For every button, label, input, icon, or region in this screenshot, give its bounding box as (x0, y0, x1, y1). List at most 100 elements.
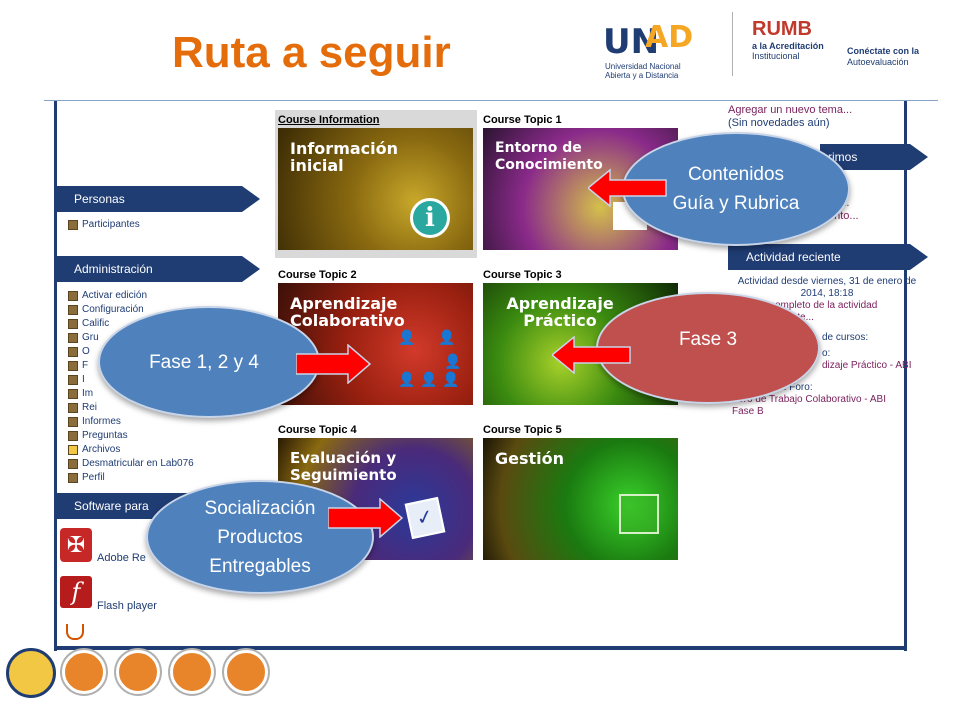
import-icon (68, 389, 78, 399)
menu-item-label: Rei (82, 402, 98, 413)
tile-course-topic-5[interactable]: Course Topic 5 Gestión (483, 424, 678, 560)
menu-item-label: Participantes (82, 219, 140, 230)
sgs-badge-icon (116, 650, 160, 694)
menu-item-label: F (82, 360, 89, 371)
settings-icon (68, 305, 78, 315)
news-block: Agregar un nuevo tema... (Sin novedades … (728, 104, 852, 130)
unad-logo-un: UN (603, 22, 660, 62)
menu-item-desmatricular[interactable]: Desmatricular en Lab076 (68, 457, 194, 471)
backup-icon (68, 347, 78, 357)
tile-label: Course Topic 4 (278, 424, 357, 436)
menu-item-preguntas[interactable]: Preguntas (68, 429, 194, 443)
slide-title: Ruta a seguir (172, 28, 451, 77)
menu-item-o[interactable]: O (68, 345, 194, 359)
menu-item-i[interactable]: I (68, 373, 194, 387)
restore-icon (68, 361, 78, 371)
menu-item-im[interactable]: Im (68, 387, 194, 401)
reports-icon (68, 417, 78, 427)
callout-fase124: Fase 1, 2 y 4 (98, 306, 320, 418)
import-icon (68, 375, 78, 385)
unad-logo-sub1: Universidad Nacional (605, 62, 681, 71)
callout-contenidos-line1: Contenidos (687, 164, 785, 185)
java-icon (66, 624, 84, 640)
menu-item-rei[interactable]: Rei (68, 401, 194, 415)
sgs-badge-icon (170, 650, 214, 694)
unad-logo-ad: AD (645, 20, 694, 55)
menu-item-activar-edicion[interactable]: Activar edición (68, 289, 194, 303)
callout-socializacion-line1: Socialización (204, 497, 316, 519)
tile-label: Course Information (278, 114, 380, 126)
callout-socializacion: Socialización Productos Entregables (146, 480, 374, 594)
recent-full-link[interactable]: completo de la actividad (770, 300, 878, 311)
admin-menu: Activar edición Configuración Calific Gr… (68, 289, 194, 485)
frame-bottom-border (54, 646, 907, 650)
menu-item-label: Informes (82, 416, 121, 427)
adobe-reader-label: Adobe Re (97, 552, 146, 564)
frame-right-border (904, 101, 907, 651)
callout-socializacion-line2: Productos (217, 526, 303, 548)
tile-course-information[interactable]: Course Information Información inicial i (278, 114, 473, 250)
menu-item-label: Configuración (82, 304, 144, 315)
fase-b-link[interactable]: Fase B (732, 406, 764, 417)
adobe-reader-icon: ✠ (60, 528, 92, 562)
frame-left-border (54, 101, 57, 651)
unad-logo-sub2: Abierta y a Distancia (605, 71, 679, 80)
callout-contenidos-line2: Guía y Rubrica (672, 193, 800, 214)
rumbo-logo-conectate: Conéctate con la (847, 46, 920, 56)
foro-colab-link[interactable]: Foro de Trabajo Colaborativo - ABI (732, 394, 886, 405)
adobe-reader-link[interactable]: ✠ Adobe Re (60, 528, 170, 564)
logo-divider (732, 12, 733, 76)
folder-icon (68, 445, 78, 455)
menu-item-grupos[interactable]: Gru (68, 331, 194, 345)
personas-menu: Participantes (68, 218, 140, 232)
callout-fase124-label: Fase 1, 2 y 4 (149, 351, 259, 373)
edit-icon (68, 291, 78, 301)
menu-item-label: Desmatricular en Lab076 (82, 458, 194, 469)
sgs-badge-icon (224, 650, 268, 694)
tile-course-topic-1[interactable]: Course Topic 1 Entorno de Conocimiento (483, 114, 678, 250)
menu-item-participantes[interactable]: Participantes (68, 218, 140, 232)
callout-socializacion-line3: Entregables (209, 555, 311, 577)
menu-item-label: Activar edición (82, 290, 148, 301)
flash-player-label: Flash player (97, 600, 157, 612)
tile-label: Course Topic 3 (483, 269, 562, 281)
add-topic-link[interactable]: Agregar un nuevo tema... (728, 104, 853, 116)
rumbo-logo: RUMB a la Acreditación Institucional Con… (752, 18, 952, 78)
menu-item-label: Im (82, 388, 94, 399)
callout-fase3-label: Fase 3 (678, 328, 738, 350)
participants-icon (68, 220, 78, 230)
box-icon (619, 494, 659, 534)
tile-label: Course Topic 5 (483, 424, 562, 436)
recent-since: Actividad desde viernes, 31 de enero de … (737, 276, 917, 299)
groups-icon (68, 333, 78, 343)
menu-item-perfil[interactable]: Perfil (68, 471, 194, 485)
flash-player-link[interactable]: f Flash player (60, 576, 170, 612)
menu-item-f[interactable]: F (68, 359, 194, 373)
grades-icon (68, 319, 78, 329)
menu-item-calificaciones[interactable]: Calific (68, 317, 194, 331)
menu-item-label: Preguntas (82, 430, 128, 441)
foro-label: o: (822, 348, 831, 359)
rumbo-logo-autoeval: Autoevaluación (847, 57, 909, 67)
arrow-left-contenidos (588, 168, 667, 208)
rumbo-logo-title: RUMB (752, 18, 812, 40)
menu-item-label: Archivos (82, 444, 121, 455)
tile-image: Entorno de Conocimiento (483, 128, 678, 250)
unad-logo: UN AD Universidad Nacional Abierta y a D… (603, 8, 703, 80)
checklist-icon: ✓ (404, 496, 446, 540)
tile-title: Gestión (495, 449, 565, 468)
questions-icon (68, 431, 78, 441)
tile-title: Evaluación y Seguimiento (290, 449, 397, 484)
menu-item-label: I (82, 374, 85, 385)
menu-item-configuracion[interactable]: Configuración (68, 303, 194, 317)
menu-item-label: O (82, 346, 90, 357)
course-updates: de cursos: (822, 332, 869, 343)
unenrol-icon (68, 459, 78, 469)
menu-item-archivos[interactable]: Archivos (68, 443, 194, 457)
menu-item-informes[interactable]: Informes (68, 415, 194, 429)
tile-title: Entorno de Conocimiento (495, 140, 603, 173)
foro-practico-link[interactable]: dizaje Práctico - ABI (822, 360, 912, 371)
tile-label: Course Topic 2 (278, 269, 357, 281)
sgs-badge-icon (62, 650, 106, 694)
personas-block-header: Personas (56, 186, 260, 212)
